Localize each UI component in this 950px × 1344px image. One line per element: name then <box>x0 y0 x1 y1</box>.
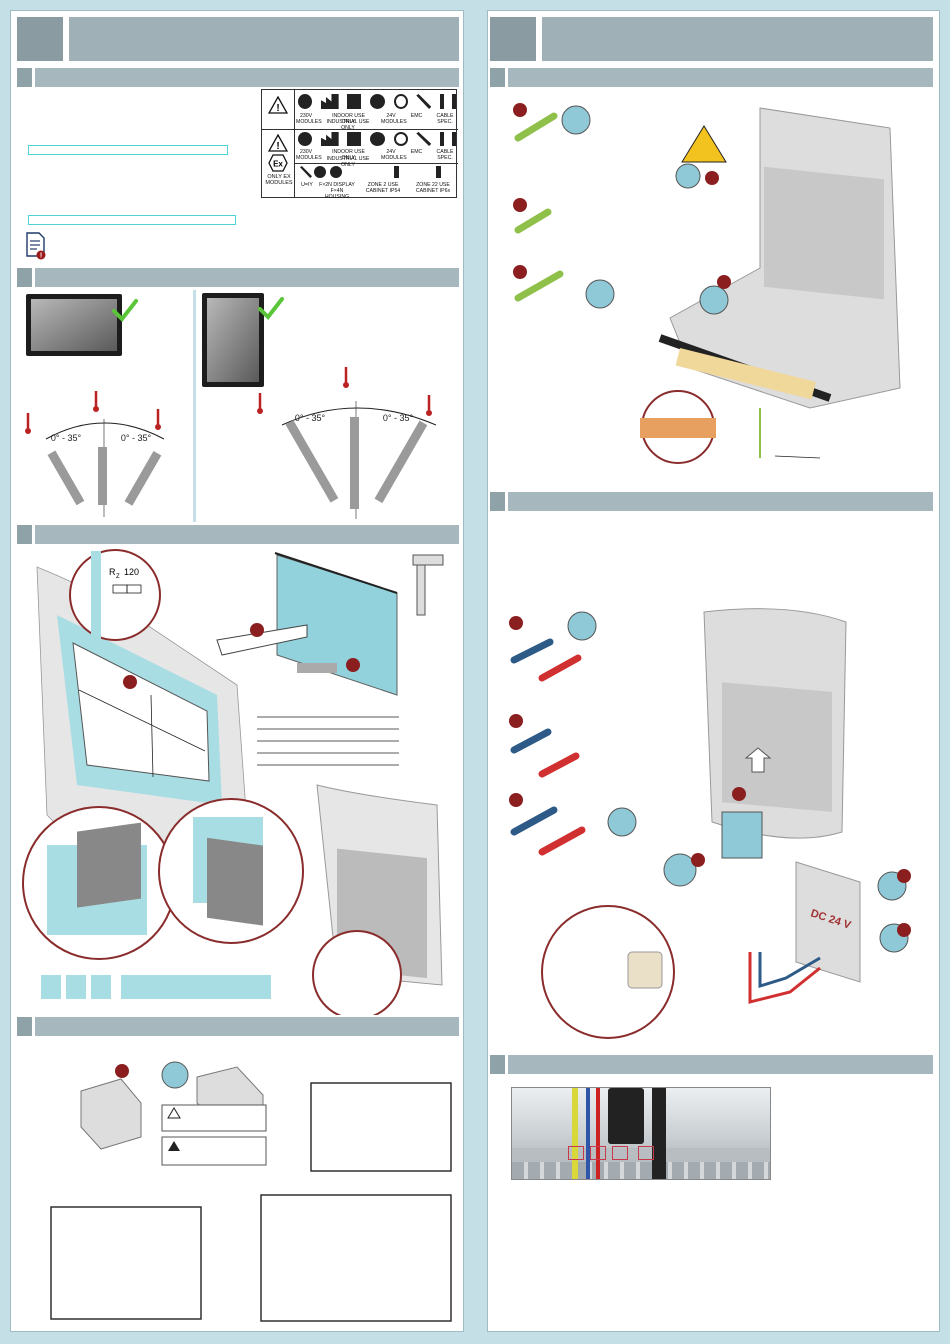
svg-text:!: ! <box>40 253 42 260</box>
mounting-landscape-diagram: 0° - 35° 0° - 35° <box>25 294 165 517</box>
label-u-iy: U=IY <box>301 182 313 188</box>
label-display: F×2N DISPLAY <box>319 182 355 188</box>
label-housing: F×4N HOUSING <box>324 188 350 200</box>
section-bar-mounting-position <box>17 268 459 287</box>
label-230v: 230V MODULES <box>296 149 322 161</box>
right-page-header <box>490 17 933 61</box>
label-row-3-text: U=IY F×2N DISPLAY F×4N HOUSING ZONE 2 US… <box>296 182 458 200</box>
label-row-2-industrial: INDUSTRIAL USE ONLY <box>326 156 370 168</box>
clamp-diagram <box>47 1061 457 1322</box>
left-page-header <box>17 17 459 61</box>
angle-label-left: 0° - 35° <box>51 433 82 443</box>
roughness-value: 120 <box>124 567 139 577</box>
label-indoor: INDOOR USE ONLY <box>332 113 365 125</box>
label-emc: EMC <box>410 149 423 155</box>
thermometer-icon <box>343 367 349 388</box>
svg-text:!: ! <box>276 141 279 152</box>
section-bar-strain-relief <box>490 1055 933 1074</box>
label-zone2: ZONE 2 USE CABINET IP54 <box>365 182 401 194</box>
section-bar-cutout <box>17 525 459 544</box>
label-row-1-icons <box>298 94 456 112</box>
document-warning-icon: ! <box>26 232 46 260</box>
symbol-label-table: ! ! Ex ONLY EX MODULES 230V MODULES INDO… <box>261 89 458 200</box>
warning-triangle-icon: ! <box>268 96 288 114</box>
highlight-box-2 <box>28 215 236 225</box>
label-indoor: INDOOR USE ONLY <box>332 149 365 161</box>
label-row-1-industrial: INDUSTRIAL USE ONLY <box>326 119 370 131</box>
label-row-2-text: 230V MODULES INDOOR USE ONLY 24V MODULES… <box>296 149 458 163</box>
label-cable-spec: CABLE SPEC. <box>436 149 454 161</box>
section-bar-grounding <box>490 68 933 87</box>
label-zone22: ZONE 22 USE CABINET IP6x <box>415 182 451 194</box>
section-bar-power <box>490 492 933 511</box>
roughness-symbol: R <box>109 567 116 577</box>
warning-triangle-icon: ! <box>268 134 288 152</box>
label-24v: 24V MODULES <box>381 113 407 125</box>
label-row-1-text: 230V MODULES INDOOR USE ONLY 24V MODULES… <box>296 113 458 129</box>
cutout-diagram: R Z 120 <box>22 549 444 1015</box>
svg-text:!: ! <box>276 103 279 114</box>
label-cable-spec: CABLE SPEC. <box>436 113 454 125</box>
angle-label-right: 0° - 35° <box>121 433 152 443</box>
label-row-3-icons <box>300 166 456 180</box>
mounting-portrait-diagram: 0° - 35° 0° - 35° <box>202 293 437 519</box>
strain-relief-photo <box>511 1087 771 1180</box>
label-emc: EMC <box>410 113 423 119</box>
ex-modules-note: ONLY EX MODULES <box>265 174 293 186</box>
thermometer-icon <box>155 409 161 430</box>
label-230v: 230V MODULES <box>296 113 322 125</box>
label-24v: 24V MODULES <box>381 149 407 161</box>
thermometer-icon <box>25 413 31 434</box>
section-bar-clamps <box>17 1017 459 1036</box>
angle-label-portrait-left: 0° - 35° <box>295 413 326 423</box>
svg-text:Ex: Ex <box>273 160 283 169</box>
thermometer-icon <box>257 393 263 414</box>
ex-hexagon-icon: Ex <box>268 154 288 172</box>
roughness-subscript: Z <box>116 574 120 580</box>
thermometer-icon <box>426 395 432 416</box>
grounding-diagram <box>513 103 901 464</box>
thermometer-icon <box>93 391 99 412</box>
mounting-divider <box>193 290 196 522</box>
section-bar-safety <box>17 68 459 87</box>
power-diagram: DC 24 V <box>509 608 911 1039</box>
highlight-box-1 <box>28 145 228 155</box>
label-row-2-icons <box>298 132 456 148</box>
angle-label-portrait-right: 0° - 35° <box>383 413 414 423</box>
